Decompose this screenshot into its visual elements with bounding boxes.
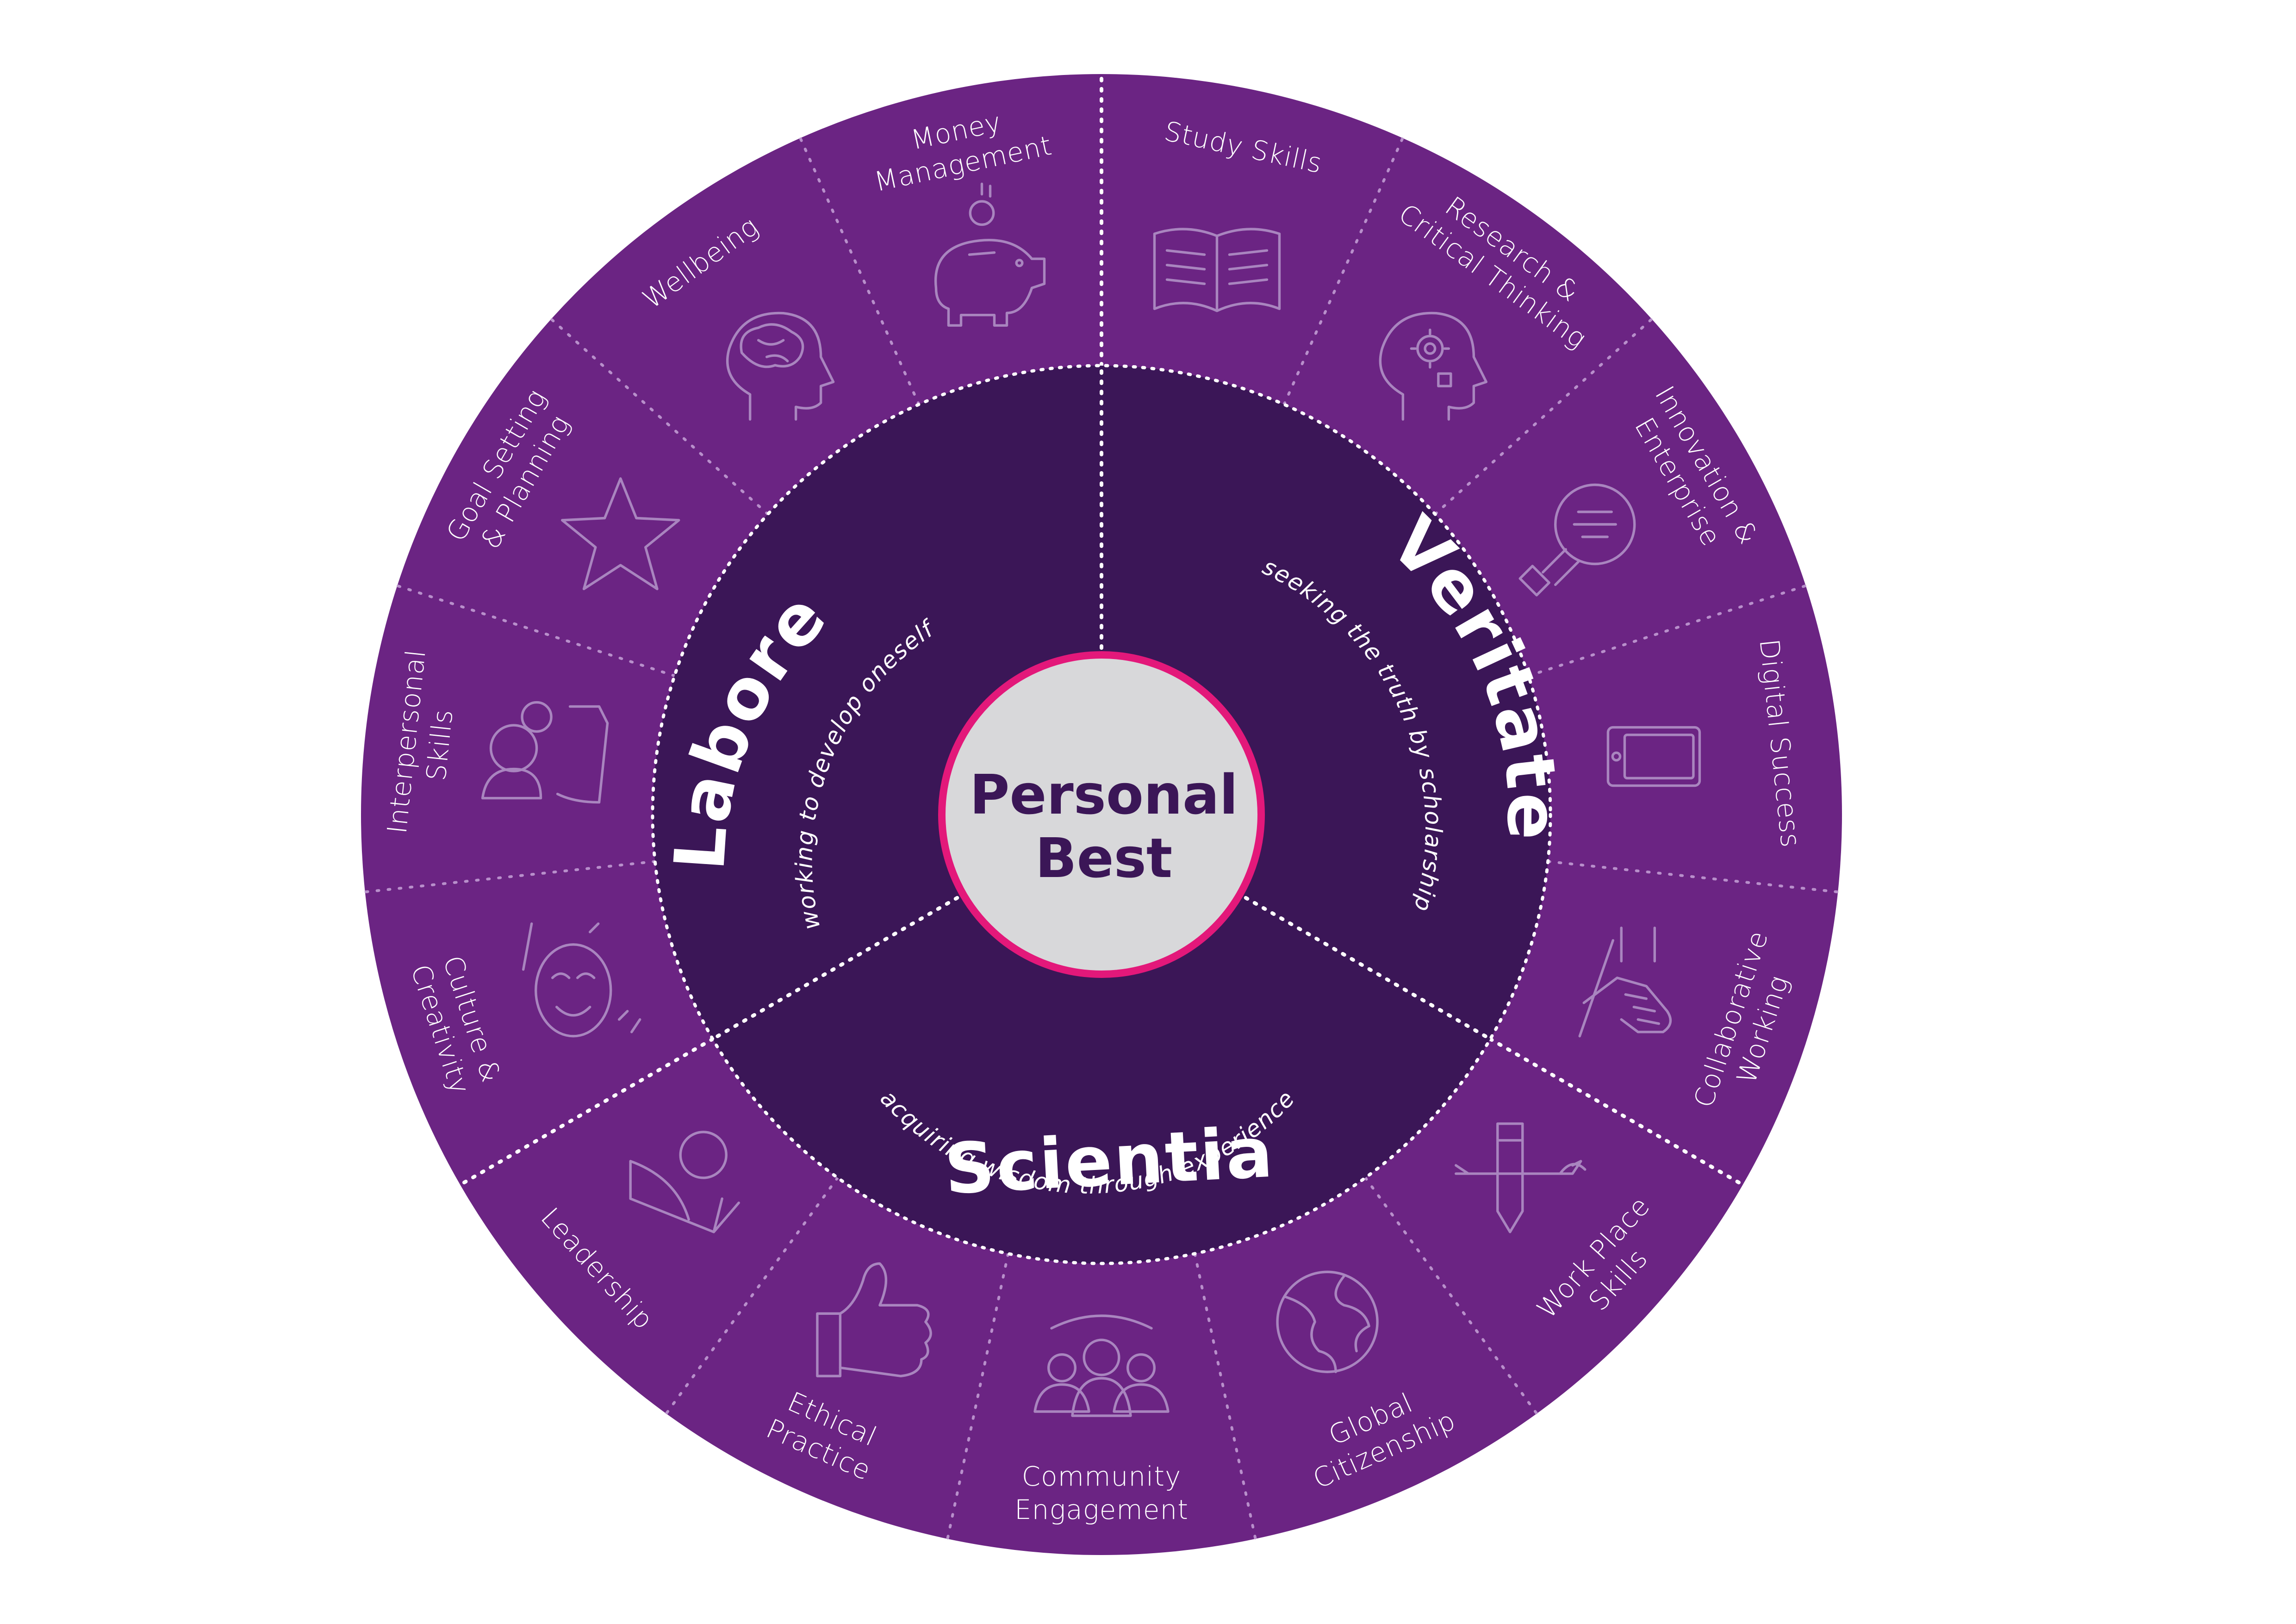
segment-divider (1527, 584, 1807, 678)
segment-divider (1282, 137, 1404, 406)
center-title-line-1: Personal (970, 763, 1238, 827)
handshake-icon (1578, 927, 1672, 1038)
theatre-masks-icon (522, 922, 641, 1038)
center-title-line-2: Best (1035, 826, 1173, 890)
segment-divider (396, 584, 676, 678)
piggy-bank-icon (934, 182, 1046, 327)
center-circle (938, 651, 1265, 978)
people-group-icon (1033, 1314, 1170, 1417)
pillar-divider (1244, 896, 1493, 1041)
segment-dividers (363, 72, 1840, 1541)
star-icon (561, 477, 680, 591)
segment-divider (1546, 860, 1840, 894)
segment-divider (799, 137, 921, 406)
open-book-icon (1153, 228, 1281, 312)
pillar-dividers (710, 364, 1493, 1041)
segment-divider (1193, 1252, 1257, 1541)
segment-divider (665, 1176, 839, 1415)
head-gear-icon (1379, 311, 1488, 421)
segment-label: Skills (420, 708, 459, 782)
pillar-boundary-divider (458, 1037, 715, 1187)
segment-divider (1433, 317, 1654, 516)
segment-divider (946, 1252, 1010, 1541)
segment-label: Community (1022, 1461, 1182, 1492)
segment-label: Engagement (1014, 1494, 1188, 1525)
brain-head-icon (726, 311, 835, 421)
flag-person-icon (629, 1131, 740, 1233)
pillar-title-scientia: Scientia (943, 1113, 1276, 1210)
globe-icon (1276, 1270, 1379, 1373)
people-talking-icon (481, 701, 609, 804)
pillar-divider (710, 896, 959, 1041)
segment-divider (363, 860, 657, 894)
lightbulb-icon (1518, 483, 1636, 597)
tablet-icon (1606, 726, 1701, 787)
pillar-boundary-divider (1488, 1037, 1745, 1187)
thumbs-up-icon (816, 1262, 932, 1377)
segment-divider (549, 317, 770, 516)
segment-divider (1364, 1176, 1538, 1415)
tools-icon (1455, 1122, 1587, 1233)
